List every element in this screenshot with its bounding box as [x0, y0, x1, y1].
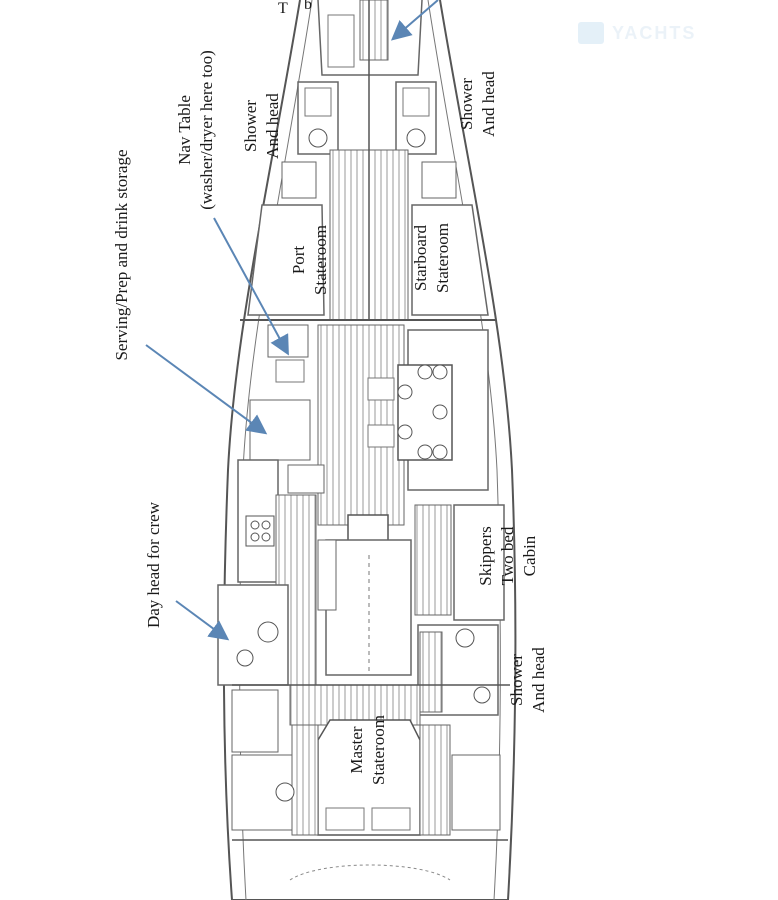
- label-top-partial-2: b: [304, 0, 312, 13]
- label-day-head: Day head for crew: [144, 502, 163, 629]
- skippers-floor: [414, 504, 452, 616]
- stool-3: [397, 384, 413, 400]
- swim-platform: [289, 864, 451, 881]
- aft-head-floor: [419, 631, 443, 713]
- burner-1: [250, 520, 260, 530]
- bow-cabin-bunk: [327, 14, 355, 68]
- arrow-nav-table: [213, 217, 289, 356]
- stool-2: [432, 364, 448, 380]
- burner-2: [261, 520, 271, 530]
- bow-cabin-floor: [359, 0, 389, 61]
- port-stateroom-berth: [247, 204, 325, 316]
- shower-stbd-fwd: [402, 87, 430, 117]
- saloon-table: [397, 364, 453, 461]
- watermark-logo-icon: [578, 22, 604, 44]
- label-nav-table: Nav Table(washer/dryer here too): [175, 50, 216, 210]
- stbd-stateroom-berth: [411, 204, 489, 316]
- aft-head-sink: [473, 686, 491, 704]
- saloon-seat-b: [367, 424, 395, 448]
- crew-head-sink: [236, 649, 254, 667]
- label-serving: Serving/Prep and drink storage: [112, 149, 131, 361]
- watermark: YACHTS: [578, 20, 696, 46]
- aft-head-toilet: [455, 628, 475, 648]
- hull-outline: [222, 0, 517, 900]
- wardrobe-stbd: [421, 161, 457, 199]
- label-top-partial-1: T: [278, 0, 288, 17]
- aft-port-locker: [231, 689, 279, 753]
- stool-5: [397, 424, 413, 440]
- wardrobe-port: [281, 161, 317, 199]
- port-locker: [317, 539, 337, 611]
- stool-4: [432, 404, 448, 420]
- aft-stbd-locker: [451, 754, 501, 831]
- stool-1: [417, 364, 433, 380]
- master-floor-stbd: [419, 724, 451, 836]
- arrow-bow-cabin: [390, 0, 439, 41]
- master-floor-port: [291, 724, 319, 836]
- saloon-seat-a: [367, 377, 395, 401]
- master-pillow-2: [371, 807, 411, 831]
- galley-stove: [245, 515, 275, 547]
- toilet-stbd-fwd: [406, 128, 426, 148]
- master-pillow-1: [325, 807, 365, 831]
- watermark-text: YACHTS: [612, 22, 697, 43]
- serving-counter: [249, 399, 311, 461]
- arrow-serving: [145, 344, 268, 435]
- aft-port-toilet: [275, 782, 295, 802]
- stool-7: [432, 444, 448, 460]
- burner-4: [261, 532, 271, 542]
- stool-6: [417, 444, 433, 460]
- arrow-day-head: [175, 600, 230, 641]
- galley-fridge: [287, 464, 325, 494]
- burner-3: [250, 532, 260, 542]
- shower-port-fwd: [304, 87, 332, 117]
- skippers-bunk: [453, 504, 505, 621]
- crew-head-toilet: [257, 621, 279, 643]
- nav-seat: [275, 359, 305, 383]
- toilet-port-fwd: [308, 128, 328, 148]
